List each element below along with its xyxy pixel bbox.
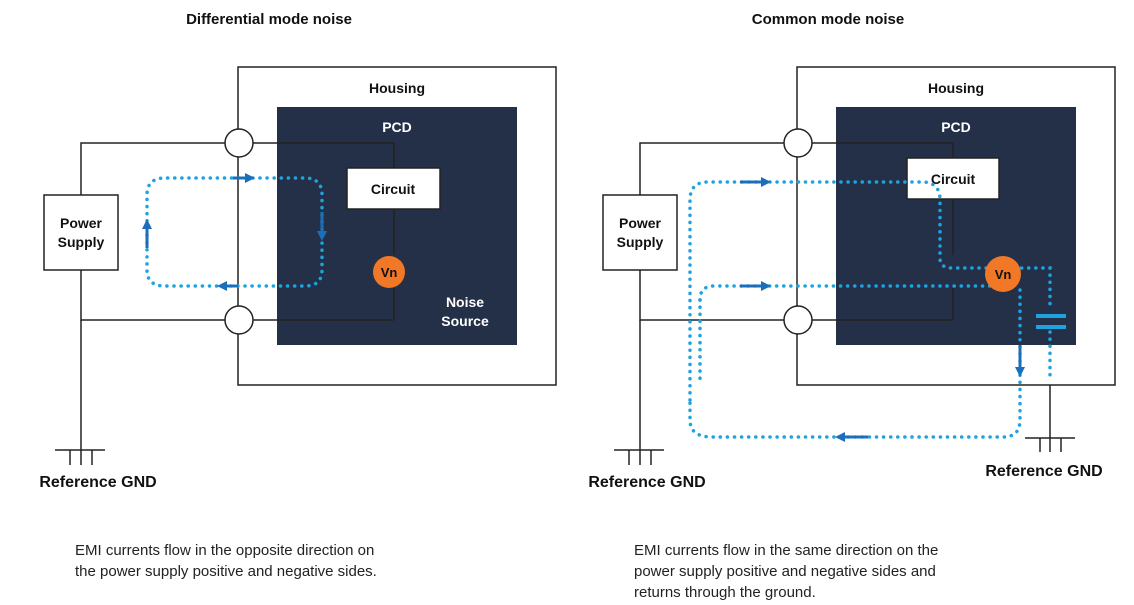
pcd-box xyxy=(277,107,517,345)
housing-label: Housing xyxy=(928,80,984,96)
common-mode-panel: Common mode noise Housing PCD xyxy=(588,11,1116,491)
differential-caption-line-2: the power supply positive and negative s… xyxy=(75,563,377,580)
common-title: Common mode noise xyxy=(752,11,905,28)
pcd-box xyxy=(836,107,1076,345)
housing-label: Housing xyxy=(369,80,425,96)
wiring xyxy=(614,142,1075,465)
circuit-box xyxy=(346,167,441,210)
circuit-label: Circuit xyxy=(931,171,976,187)
reference-gnd-label: Reference GND xyxy=(39,474,156,491)
wiring xyxy=(55,142,395,465)
housing-box xyxy=(237,66,557,386)
flow-arrows xyxy=(740,177,1025,442)
flow-arrows xyxy=(142,173,327,291)
power-supply-label-2: Supply xyxy=(617,234,664,250)
housing-box xyxy=(796,66,1116,386)
power-supply-label-1: Power xyxy=(60,215,103,231)
power-supply-box xyxy=(602,194,678,271)
terminal-bottom xyxy=(783,305,813,335)
reference-gnd-label-left: Reference GND xyxy=(588,474,705,491)
power-supply-box xyxy=(43,194,119,271)
stray-capacitor-icon xyxy=(1036,314,1066,329)
terminal-bottom xyxy=(224,305,254,335)
circuit-box xyxy=(906,157,1000,200)
pcd-label: PCD xyxy=(941,119,971,135)
power-supply-label-1: Power xyxy=(619,215,662,231)
differential-caption-line-1: EMI currents flow in the opposite direct… xyxy=(75,542,375,559)
vn-label: Vn xyxy=(381,265,398,280)
common-caption-line-2: power supply positive and negative sides… xyxy=(634,563,936,580)
circuit-label: Circuit xyxy=(371,181,416,197)
differential-caption: EMI currents flow in the opposite direct… xyxy=(75,540,495,582)
common-caption-line-1: EMI currents flow in the same direction … xyxy=(634,542,939,559)
terminal-top xyxy=(224,128,254,158)
vn-label: Vn xyxy=(995,267,1012,282)
pcd-label: PCD xyxy=(382,119,412,135)
vn-source-icon xyxy=(985,256,1021,292)
power-supply-label-2: Supply xyxy=(58,234,105,250)
noise-source-label-1: Noise xyxy=(446,294,484,310)
common-caption: EMI currents flow in the same direction … xyxy=(634,540,1054,603)
differential-title: Differential mode noise xyxy=(186,11,352,28)
common-caption-line-3: returns through the ground. xyxy=(634,584,816,601)
vn-source-icon xyxy=(373,256,405,288)
reference-gnd-label-right: Reference GND xyxy=(985,463,1102,480)
noise-source-label-2: Source xyxy=(441,313,489,329)
common-current-paths xyxy=(688,180,1052,439)
differential-mode-panel: Differential mode noise Housing PCD Pow xyxy=(39,11,557,491)
terminal-top xyxy=(783,128,813,158)
